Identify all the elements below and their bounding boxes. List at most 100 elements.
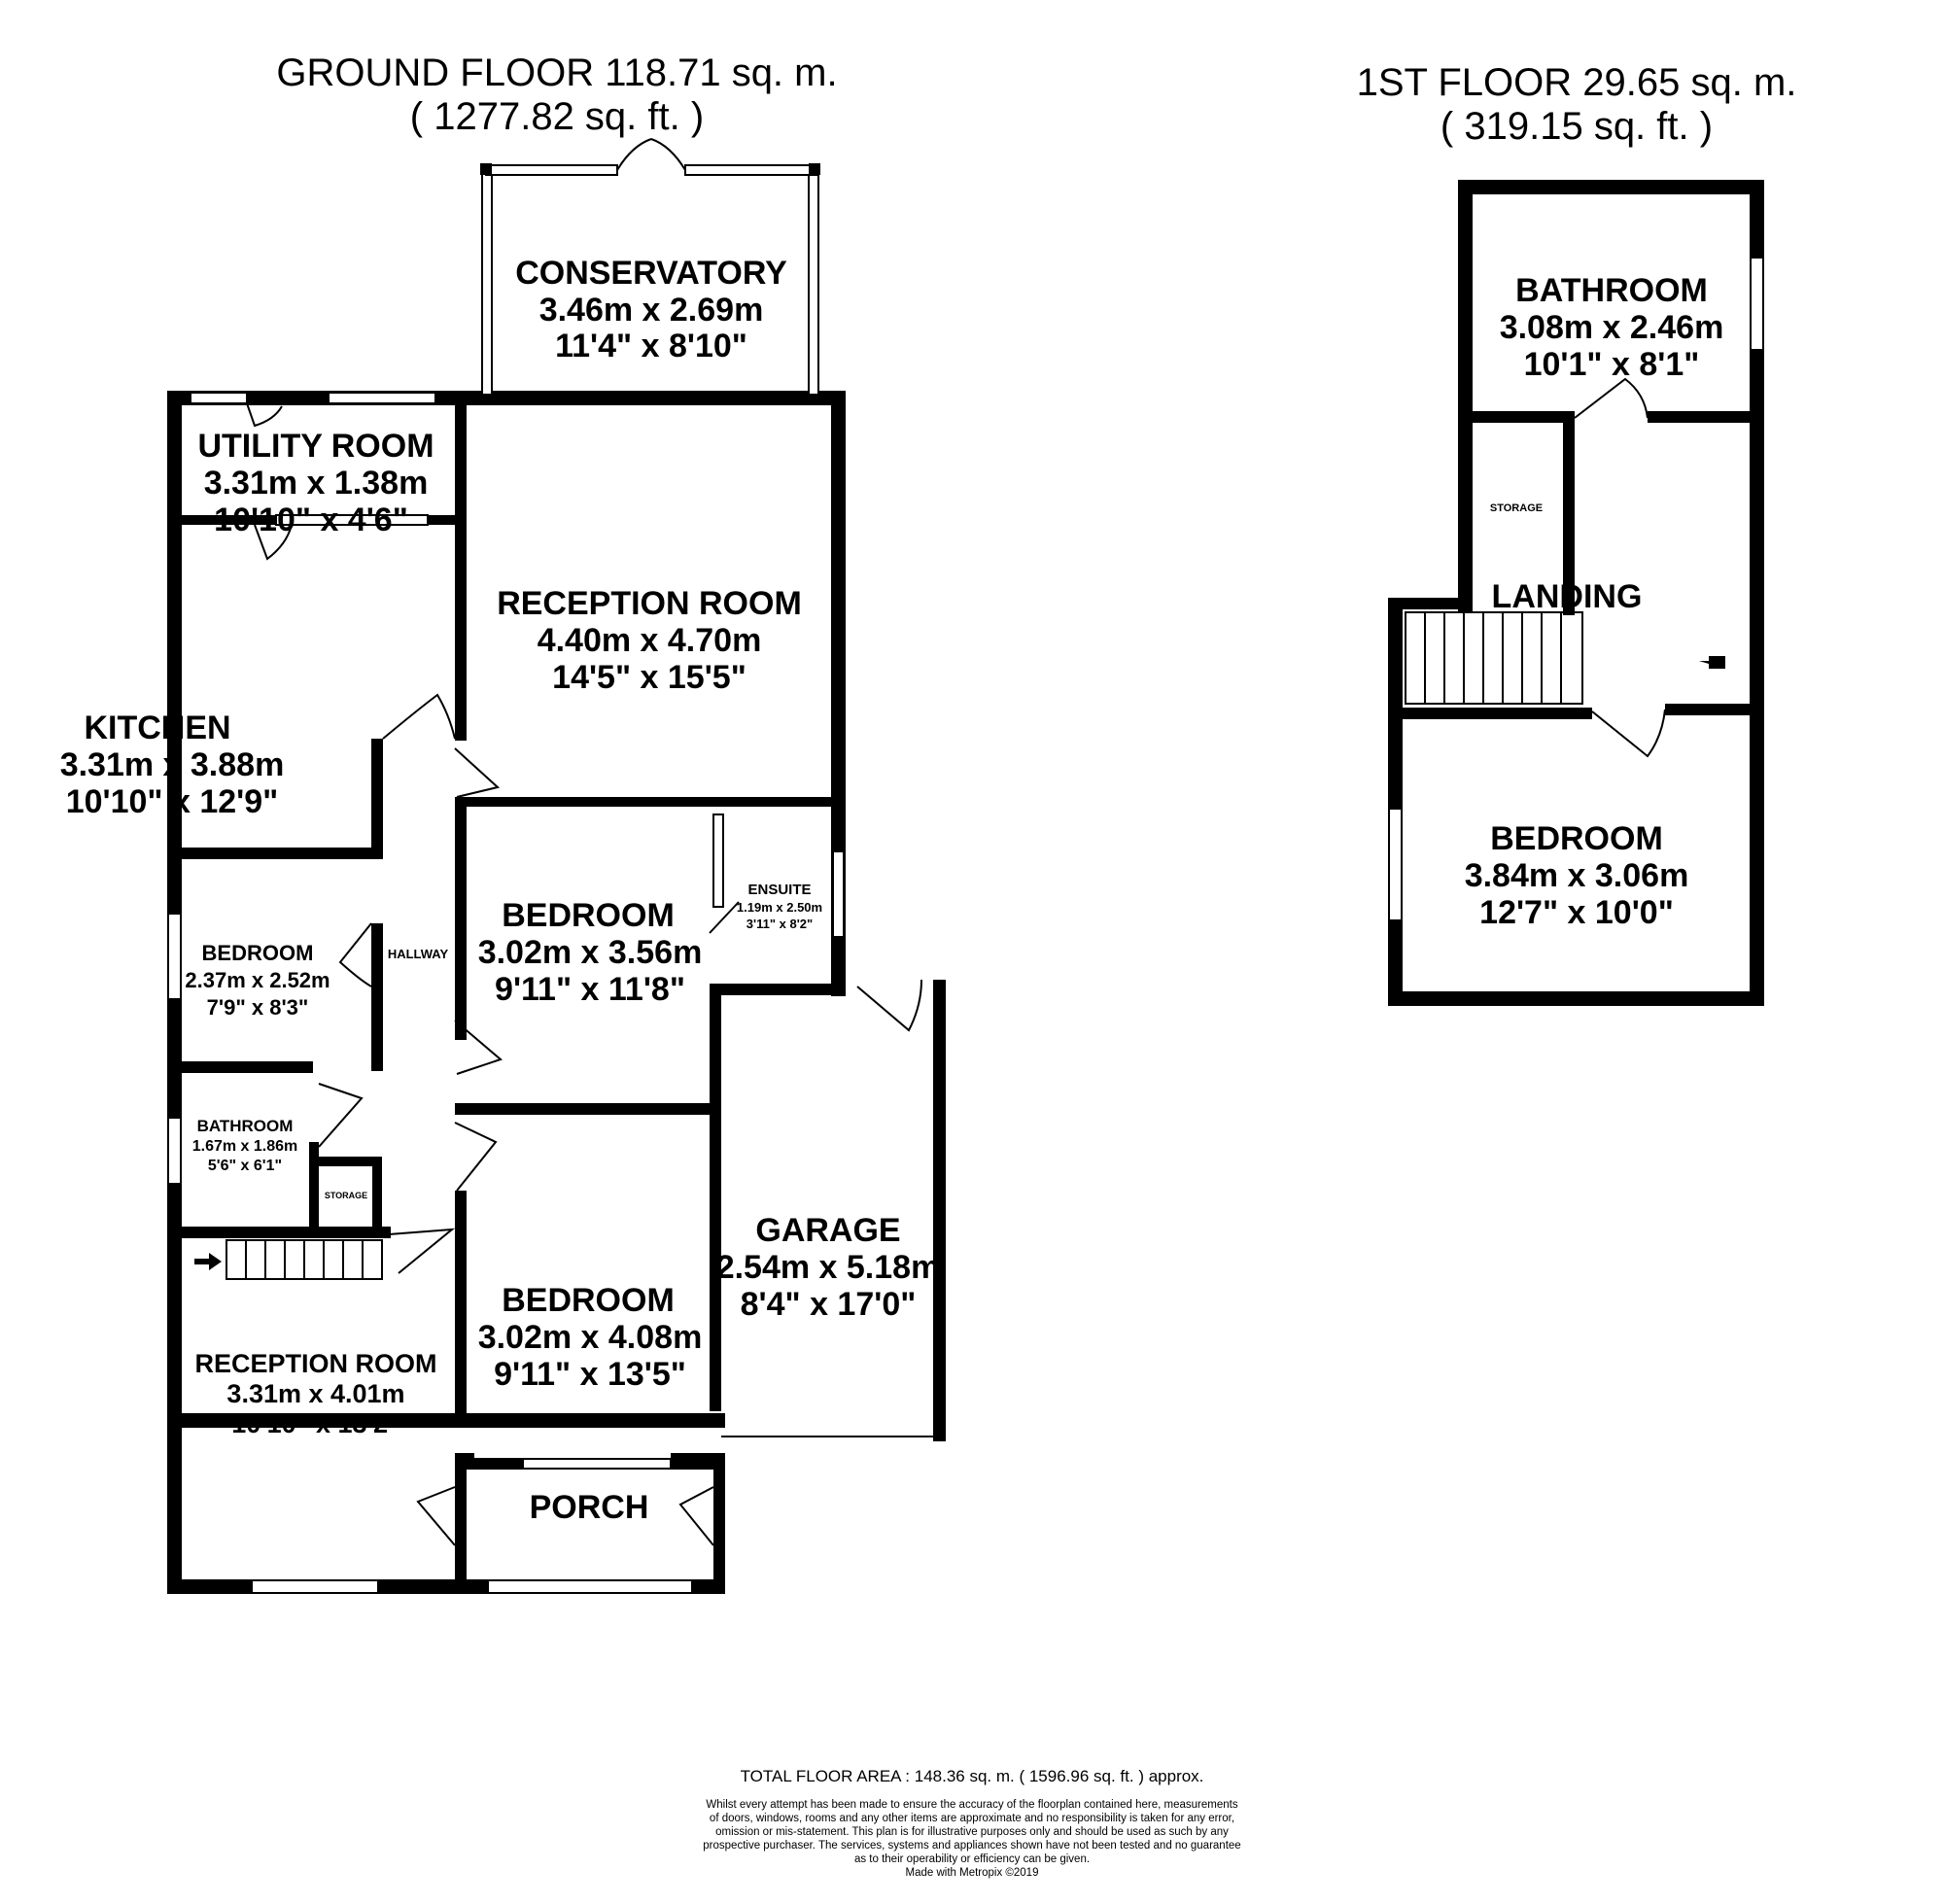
- room-metric: 3.84m x 3.06m: [1465, 857, 1689, 894]
- room-reception-front: RECEPTION ROOM 3.31m x 4.01m 10'10" x 13…: [194, 1349, 436, 1438]
- room-name: BEDROOM: [502, 897, 675, 934]
- conservatory-window-north-left: [485, 164, 618, 176]
- ff-room-storage-label: STORAGE: [1490, 502, 1543, 514]
- window-utility-2: [328, 392, 436, 404]
- conservatory-structure: [480, 138, 820, 401]
- first-floor-walls: [1388, 180, 1764, 1006]
- room-utility: UTILITY ROOM 3.31m x 1.38m 10'10" x 4'6": [197, 428, 434, 538]
- ff-window-bedroom: [1388, 808, 1403, 921]
- ff-room-landing-label: LANDING: [1492, 578, 1643, 615]
- room-name: GARAGE: [755, 1212, 900, 1249]
- wall-west: [167, 391, 182, 1428]
- ff-wall-stair-north: [1388, 598, 1471, 609]
- disclaimer-line: Whilst every attempt has been made to en…: [706, 1799, 1237, 1811]
- room-name: BEDROOM: [502, 1282, 675, 1319]
- room-storage-label: STORAGE: [325, 1191, 367, 1200]
- ff-wall-bedroom-north-right: [1665, 704, 1762, 715]
- window-ensuite: [832, 850, 845, 938]
- room-metric: 4.40m x 4.70m: [538, 622, 762, 659]
- ff-wall-bathroom-south-right: [1648, 411, 1759, 423]
- window-bathroom: [167, 1117, 182, 1185]
- disclaimer-line: of doors, windows, rooms and any other i…: [710, 1813, 1234, 1824]
- porch-opening: [522, 1458, 672, 1470]
- wall-utility-reception: [455, 391, 467, 741]
- door-porch-east: [678, 1486, 714, 1546]
- wall-south-left: [167, 1413, 464, 1428]
- room-imperial: 14'5" x 15'5": [552, 659, 746, 696]
- door-kitchen-hall: [382, 693, 456, 740]
- ff-wall-storage-east: [1563, 411, 1575, 615]
- total-floor-area: TOTAL FLOOR AREA : 148.36 sq. m. ( 1596.…: [741, 1767, 1204, 1785]
- room-metric: 3.02m x 4.08m: [478, 1319, 703, 1356]
- room-name: BEDROOM: [202, 941, 314, 965]
- room-hallway-label: HALLWAY: [388, 947, 449, 961]
- window-bedroom-small: [167, 913, 182, 1000]
- room-imperial: 7'9" x 8'3": [207, 995, 309, 1020]
- room-name: BATHROOM: [197, 1117, 294, 1135]
- room-imperial: 11'4" x 8'10": [555, 328, 747, 364]
- room-reception-rear: RECEPTION ROOM 4.40m x 4.70m 14'5" x 15'…: [497, 585, 802, 696]
- wall-storage-north: [309, 1157, 382, 1166]
- room-garage: GARAGE 2.54m x 5.18m 8'4" x 17'0": [716, 1212, 941, 1323]
- metropix-credit: Made with Metropix ©2019: [906, 1867, 1039, 1879]
- door-ensuite: [709, 901, 740, 934]
- door-reception-hall: [454, 747, 501, 798]
- ff-door-bathroom: [1574, 377, 1649, 419]
- room-metric: 1.19m x 2.50m: [737, 900, 822, 915]
- room-metric: 3.02m x 3.56m: [478, 934, 703, 971]
- conservatory-corner-nw: [480, 163, 492, 175]
- ground-floor-subtitle: ( 1277.82 sq. ft. ): [410, 95, 704, 138]
- disclaimer-line: omission or mis-statement. This plan is …: [715, 1826, 1229, 1838]
- room-name: BEDROOM: [1490, 820, 1663, 857]
- disclaimer-line: as to their operability or efficiency ca…: [854, 1853, 1090, 1865]
- door-porch-west: [416, 1486, 456, 1546]
- room-bedroom-ensuite: BEDROOM 3.02m x 3.56m 9'11" x 11'8": [478, 897, 703, 1008]
- room-metric: 3.31m x 1.38m: [204, 465, 429, 502]
- ff-door-bedroom: [1591, 709, 1666, 758]
- conservatory-french-doors: [616, 138, 686, 171]
- wall-bathroom-east: [309, 1142, 319, 1234]
- footer: TOTAL FLOOR AREA : 148.36 sq. m. ( 1596.…: [703, 1767, 1240, 1879]
- room-metric: 3.31m x 3.88m: [60, 746, 285, 783]
- room-metric: 1.67m x 1.86m: [192, 1138, 298, 1155]
- wall-hall-bedroom2: [455, 1191, 467, 1428]
- ff-room-bedroom: BEDROOM 3.84m x 3.06m 12'7" x 10'0": [1465, 820, 1689, 931]
- conservatory-corner-ne: [809, 163, 820, 175]
- first-floor-windows: [1388, 257, 1764, 921]
- wall-kitchen-bedroom: [167, 848, 383, 859]
- first-floor-title: 1ST FLOOR 29.65 sq. m.: [1357, 61, 1797, 104]
- wall-bedroom-bathroom: [167, 1061, 313, 1073]
- first-floor-subtitle: ( 319.15 sq. ft. ): [1441, 105, 1713, 148]
- room-name: CONSERVATORY: [515, 255, 787, 292]
- room-name: RECEPTION ROOM: [194, 1349, 436, 1378]
- wall-bathroom-reception: [167, 1227, 391, 1238]
- room-metric: 3.08m x 2.46m: [1500, 309, 1724, 346]
- ground-floor-labels: CONSERVATORY 3.46m x 2.69m 11'4" x 8'10"…: [60, 255, 941, 1526]
- wall-reception-bedroom: [455, 797, 846, 807]
- ff-wall-south: [1388, 991, 1764, 1006]
- room-metric: 3.46m x 2.69m: [539, 292, 764, 329]
- ground-floor-title: GROUND FLOOR 118.71 sq. m.: [276, 52, 837, 94]
- door-bedroom-front: [454, 1122, 498, 1192]
- wall-storage-east: [372, 1157, 382, 1234]
- door-garage: [856, 979, 922, 1032]
- door-reception-front: [388, 1228, 456, 1274]
- ff-wall-east: [1750, 180, 1764, 1006]
- window-ensuite-internal: [712, 814, 724, 908]
- room-porch-label: PORCH: [530, 1489, 649, 1526]
- door-utility-kitchen: [254, 524, 293, 561]
- conservatory-window-east: [808, 164, 819, 396]
- room-imperial: 9'11" x 13'5": [494, 1356, 686, 1393]
- door-bedroom-small: [338, 922, 372, 987]
- disclaimer-line: prospective purchaser. The services, sys…: [703, 1840, 1240, 1852]
- room-imperial: 5'6" x 6'1": [208, 1158, 282, 1174]
- room-imperial: 8'4" x 17'0": [741, 1286, 917, 1323]
- ff-wall-bathroom-south-left: [1458, 411, 1575, 423]
- wall-north-reception: [457, 391, 846, 405]
- room-bedroom-front: BEDROOM 3.02m x 4.08m 9'11" x 13'5": [478, 1282, 703, 1393]
- room-metric: 3.31m x 4.01m: [226, 1379, 404, 1408]
- ff-wall-west-upper: [1458, 180, 1473, 612]
- room-kitchen: KITCHEN 3.31m x 3.88m 10'10" x 12'9": [60, 710, 285, 820]
- wall-ensuite-south: [710, 984, 846, 995]
- room-imperial: 12'7" x 10'0": [1479, 894, 1674, 931]
